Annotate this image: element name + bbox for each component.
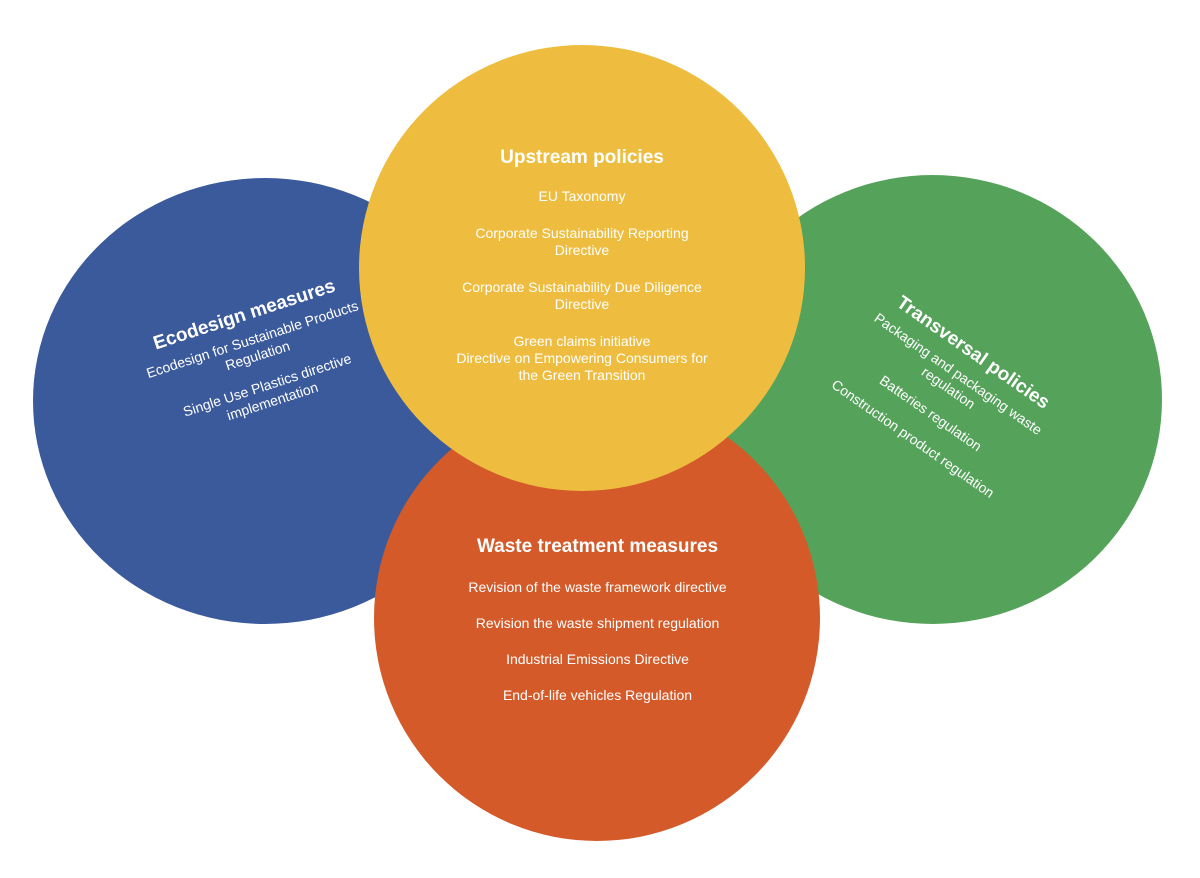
waste-item-industrial-emissions: Industrial Emissions Directive [506,651,689,667]
upstream-item-eu-taxonomy: EU Taxonomy [538,188,626,204]
waste-item-end-of-life-vehicles: End-of-life vehicles Regulation [502,687,693,703]
waste-treatment-measures-group: Waste treatment measures Revision of the… [430,533,765,723]
upstream-item-csddd: Corporate Sustainability Due Diligence D… [462,279,702,312]
upstream-circle [359,45,805,491]
upstream-item-green-claims: Green claims initiative Directive on Emp… [456,333,708,383]
waste-item-shipment-regulation: Revision the waste shipment regulation [475,615,720,631]
upstream-item-csrd: Corporate Sustainability Reporting Direc… [475,225,689,258]
upstream-policies-group: Upstream policies EU Taxonomy Corporate … [432,144,732,404]
upstream-policies-title: Upstream policies [500,147,664,168]
waste-treatment-measures-title: Waste treatment measures [476,536,719,557]
waste-item-framework-directive: Revision of the waste framework directiv… [468,579,727,595]
